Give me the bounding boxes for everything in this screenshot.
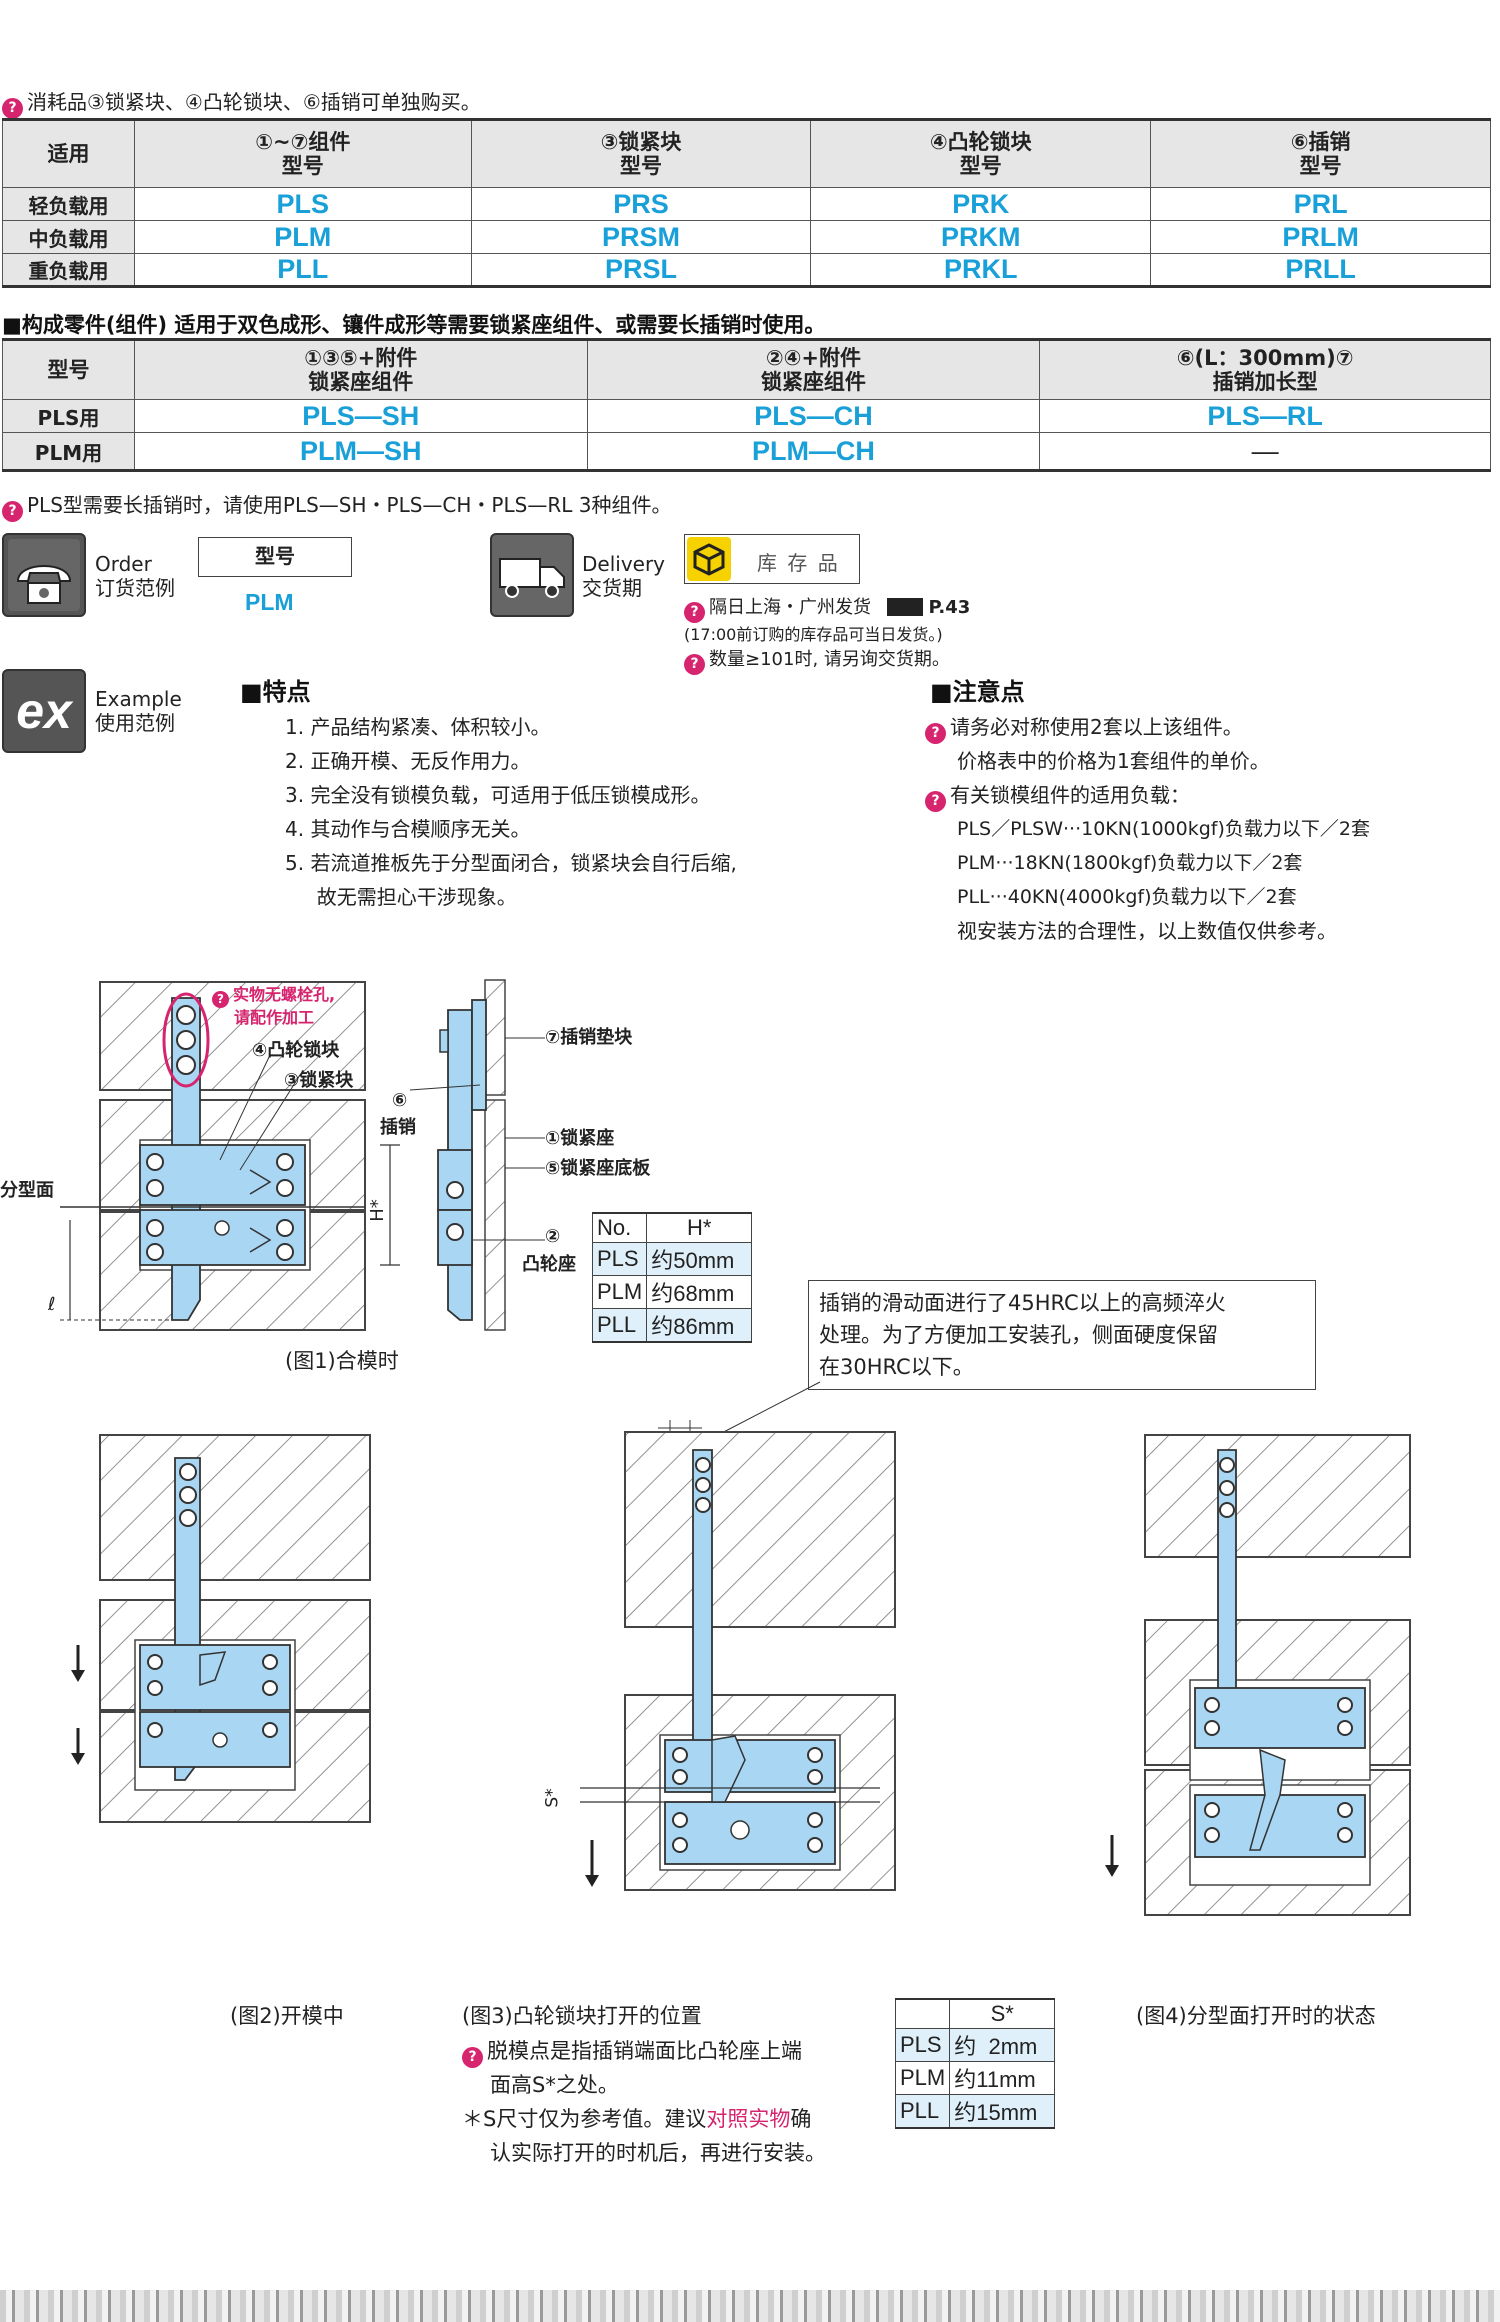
h-dimension-label: H* [366, 1199, 388, 1222]
figure-3-caption: (图3)凸轮锁块打开的位置 [462, 2004, 702, 2028]
table-row: 轻负载用 PLS PRS PRK PRL [2, 187, 1491, 221]
list-item: 2. 正确开模、无反作用力。 [285, 749, 531, 773]
l-dimension-label: ℓ [48, 1294, 56, 1315]
list-item: 1. 产品结构紧凑、体积较小。 [285, 715, 551, 739]
qty-note: ?数量≥101时, 请另询交货期。 [684, 645, 950, 675]
label-lock-seat: ①锁紧座 [545, 1128, 615, 1149]
table-row: PLS用 PLS—SH PLS—CH PLS—RL [2, 399, 1491, 433]
info-icon: ? [925, 723, 946, 744]
ship-note: ?隔日上海・广州发货 P.43 [684, 593, 970, 623]
header-cam-seat: ②④+附件锁紧座组件 [586, 339, 1041, 400]
figure-3-drawing [580, 1420, 896, 1891]
bottom-strip [0, 2290, 1500, 2322]
features-list: 1. 产品结构紧凑、体积较小。 2. 正确开模、无反作用力。 3. 完全没有锁模… [285, 710, 737, 914]
label-pin-num: ⑥ [392, 1090, 408, 1111]
pls-note: ?PLS型需要长插销时，请使用PLS—SH・PLS—CH・PLS—RL 3种组件… [2, 489, 671, 522]
list-item: 5. 若流道推板先于分型面闭合，锁紧块会自行后缩, [285, 851, 737, 875]
parting-label: 分型面 [0, 1180, 54, 1201]
figure-1-caption: (图1)合模时 [285, 1349, 399, 1373]
s-dimension-label: S* [542, 1788, 563, 1808]
hardening-note: 插销的滑动面进行了45HRC以上的高频淬火 处理。为了方便加工安装孔，侧面硬度保… [808, 1280, 1316, 1390]
features-title: ■特点 [240, 678, 311, 706]
info-icon: ? [684, 602, 705, 623]
info-icon: ? [925, 791, 946, 812]
stock-badge: 库 存 品 [684, 534, 860, 584]
info-icon: ? [212, 991, 229, 1008]
figure-2-caption: (图2)开模中 [230, 2004, 344, 2028]
header-pin: ⑥插销型号 [1150, 119, 1491, 188]
label-pin: 插销 [380, 1117, 416, 1138]
header-assembly: ①~⑦组件型号 [133, 119, 472, 188]
order-model-box: 型号 [198, 537, 352, 577]
header-apply: 适用 [2, 119, 135, 188]
label-lock-seat-base: ⑤锁紧座底板 [545, 1158, 651, 1179]
info-icon: ? [2, 501, 23, 522]
label-pin-spacer: ⑦插销垫块 [545, 1027, 633, 1048]
figure-3-note: ?脱模点是指插销端面比凸轮座上端 面高S*之处。 ＊S尺寸仅为参考值。建议对照实… [462, 2039, 826, 2165]
header-lock-seat: ①③⑤+附件锁紧座组件 [133, 339, 588, 400]
list-item: 故无需担心干涉现象。 [285, 885, 517, 909]
figure-1-drawing [60, 979, 545, 1331]
list-item: 3. 完全没有锁模负载，可适用于低压锁模成形。 [285, 783, 711, 807]
label-cam-seat: 凸轮座 [522, 1254, 576, 1275]
header-cam-block: ④凸轮锁块型号 [810, 119, 1152, 188]
phone-icon [2, 533, 86, 617]
label-lock-block: ③锁紧块 [284, 1070, 354, 1091]
example-icon: ex [2, 669, 86, 753]
info-icon: ? [462, 2047, 483, 2068]
table-row: 中负载用 PLM PRSM PRKM PRLM [2, 220, 1491, 254]
header-lock-block: ③锁紧块型号 [470, 119, 812, 188]
note-leader [715, 1381, 821, 1437]
figure-4-caption: (图4)分型面打开时的状态 [1136, 2004, 1376, 2028]
cutoff-note: (17:00前订购的库存品可当日发货。) [684, 625, 943, 644]
cautions-title: ■注意点 [930, 678, 1025, 706]
table-row: PLM用 PLM—SH PLM—CH — [2, 432, 1491, 471]
components-title: ■构成零件(组件) 适用于双色成形、镶件成形等需要锁紧座组件、或需要长插销时使用… [2, 313, 826, 337]
truck-icon [490, 533, 574, 617]
header-model: 型号 [2, 339, 135, 400]
order-value: PLM [245, 589, 294, 615]
info-icon: ? [684, 654, 705, 675]
list-item: 4. 其动作与合模顺序无关。 [285, 817, 531, 841]
info-icon: ? [2, 98, 23, 119]
box-icon [687, 537, 731, 581]
consumables-note: ?消耗品③锁紧块、④凸轮锁块、⑥插销可单独购买。 [2, 86, 481, 119]
figure-4-drawing [1105, 1434, 1411, 1916]
label-cam-seat-num: ② [545, 1226, 561, 1247]
model-table: 适用 ①~⑦组件型号 ③锁紧块型号 ④凸轮锁块型号 ⑥插销型号 轻负载用 PLS… [2, 118, 1491, 288]
label-cam-block: ④凸轮锁块 [252, 1040, 340, 1061]
page-ref-icon [886, 598, 923, 616]
cautions-list: ?请务必对称使用2套以上该组件。 价格表中的价格为1套组件的单价。 ?有关锁模组… [925, 710, 1497, 948]
callout-note: ?实物无螺栓孔,请配作加工 [212, 985, 335, 1028]
table-row: 重负载用 PLL PRSL PRKL PRLL [2, 253, 1491, 287]
figure-2-drawing [71, 1434, 371, 1823]
